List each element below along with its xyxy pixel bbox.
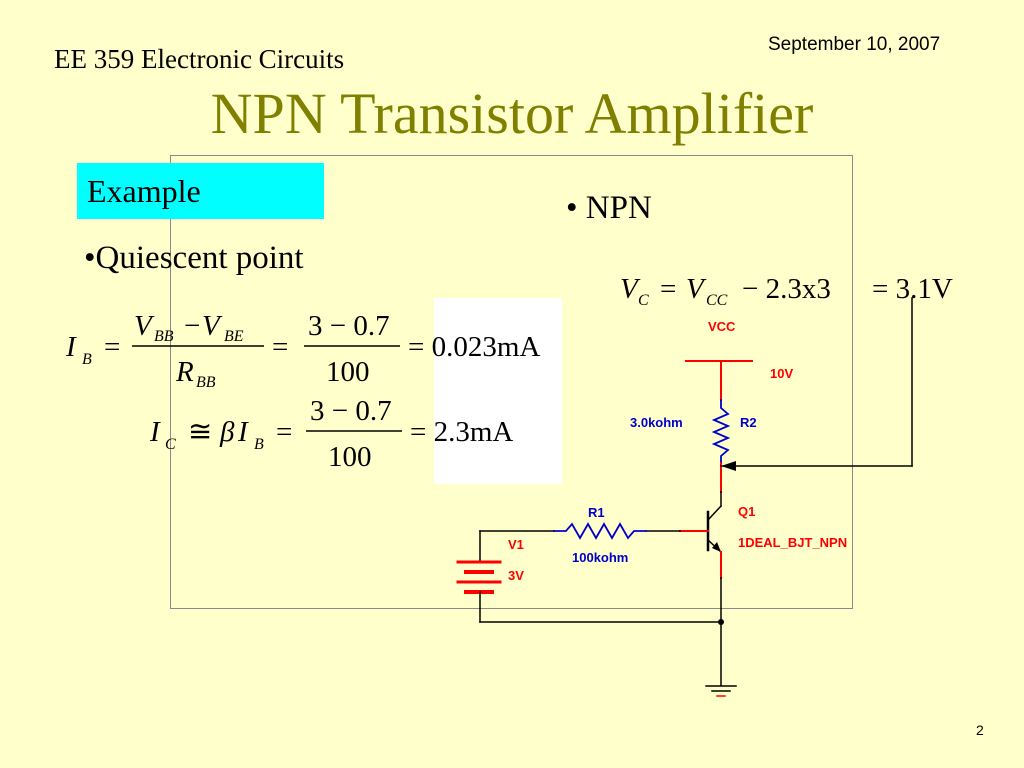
ib-equals-2: = [272,331,288,363]
bullet-npn: • NPN [566,190,652,226]
ic-lhs-subscript: C [165,436,176,453]
page-number: 2 [976,722,984,738]
r1-name: R1 [588,505,605,520]
ib-result: = 0.023mA [408,331,540,363]
ic-equals: = [276,416,292,448]
ib-num-minus: − [184,310,200,342]
r2-value: 3.0kohm [630,415,683,430]
ib-den-rbb-sub: BB [196,374,216,391]
slide-date: September 10, 2007 [768,34,941,55]
ic-beta: β [219,416,235,448]
q1-model: 1DEAL_BJT_NPN [738,535,847,550]
r2-name: R2 [740,415,757,430]
ic-ib-symbol: I [237,416,249,448]
equation-ib: I B = V BB − V BE R BB = 3 − 0.7 100 = 0… [65,310,540,391]
ic-num-values: 3 − 0.7 [310,395,392,427]
vc-vcc-symbol: V [686,273,707,305]
vc-rest: − 2.3x3 [742,273,831,305]
r1-value: 100kohm [572,550,628,565]
bullet-quiescent-point: •Quiescent point [84,240,304,276]
vcc-value: 10V [770,366,793,381]
r1-resistor-symbol [553,522,647,540]
slide-title: NPN Transistor Amplifier [210,81,814,146]
vcc-label: VCC [708,319,736,334]
ic-den-value: 100 [328,441,372,473]
equation-ic: I C ≅ β I B = 3 − 0.7 100 = 2.3mA [149,395,513,473]
course-name: EE 359 Electronic Circuits [54,44,345,74]
ib-num-vbb-sub: BB [154,328,174,345]
v1-name: V1 [508,537,524,552]
vc-pointer-arrowhead [721,461,736,471]
vc-lhs-subscript: C [638,292,649,309]
circuit-schematic [456,297,913,697]
ib-lhs-subscript: B [82,351,92,368]
ib-num-vbb: V [134,310,155,342]
ib-num-vbe-sub: BE [224,328,244,345]
vc-vcc-subscript: CC [706,292,728,309]
ic-result: = 2.3mA [410,416,513,448]
ib-den-value: 100 [326,356,370,388]
q1-emitter-arrow [712,542,721,552]
equation-vc: V C = V CC − 2.3x3 = 3.1V [620,273,953,309]
ib-num-vbe: V [202,310,223,342]
ic-lhs-symbol: I [149,416,161,448]
v1-value: 3V [508,568,524,583]
ground-junction-dot [718,619,724,625]
ib-equals: = [104,331,120,363]
vc-lhs-symbol: V [620,273,641,305]
ib-num-values: 3 − 0.7 [308,310,390,342]
example-label: Example [87,173,201,209]
q1-collector [706,504,723,522]
ib-den-rbb: R [175,356,194,388]
schematic-frame [170,155,853,609]
r2-resistor-symbol [711,399,731,464]
ic-approx: ≅ [188,416,212,448]
equation-background [434,298,562,484]
q1-name: Q1 [738,504,755,519]
ib-lhs-symbol: I [65,331,77,363]
ic-ib-subscript: B [254,436,264,453]
circuit-labels: VCC 10V 3.0kohm R2 R1 100kohm Q1 1DEAL_B… [508,319,847,583]
vc-equals: = [660,273,676,305]
example-label-box: Example [77,163,324,219]
